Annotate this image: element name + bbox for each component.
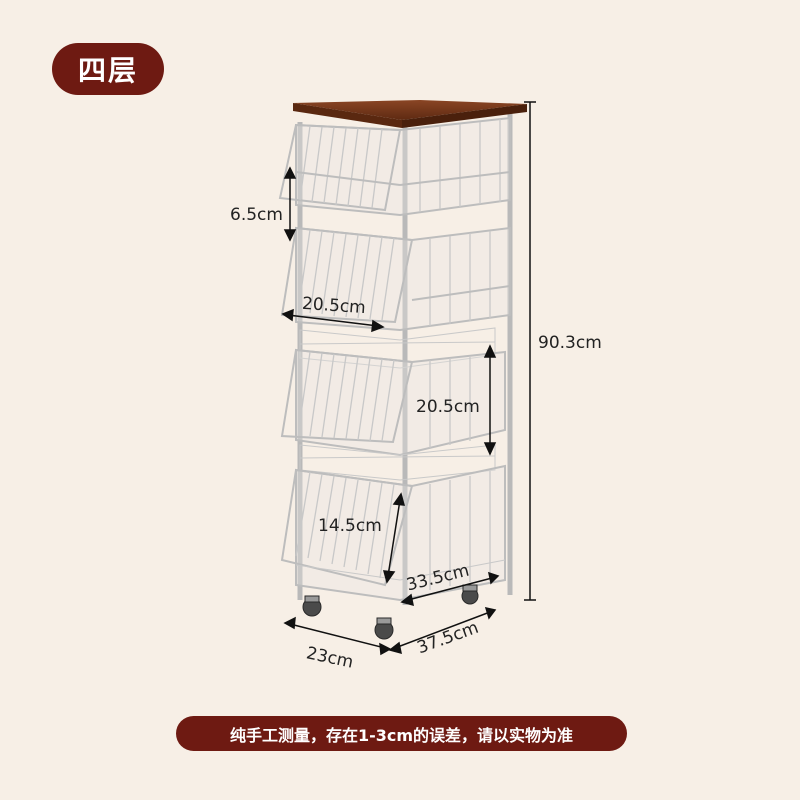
- dim-label-gap-top: 6.5cm: [230, 205, 283, 225]
- dim-label-total-height: 90.3cm: [538, 333, 602, 353]
- basket-4: [280, 464, 506, 602]
- dim-label-basket-height: 20.5cm: [416, 397, 480, 417]
- basket-1: [278, 116, 511, 217]
- dim-label-bottom-height: 14.5cm: [318, 516, 382, 536]
- disclaimer-banner: 纯手工测量，存在1-3cm的误差，请以实物为准: [176, 716, 627, 751]
- basket-2: [280, 226, 511, 369]
- caster-wheels: [302, 584, 479, 640]
- dimension-lines: [281, 101, 536, 656]
- tier-badge: 四层: [52, 43, 164, 95]
- wood-top: [293, 100, 527, 128]
